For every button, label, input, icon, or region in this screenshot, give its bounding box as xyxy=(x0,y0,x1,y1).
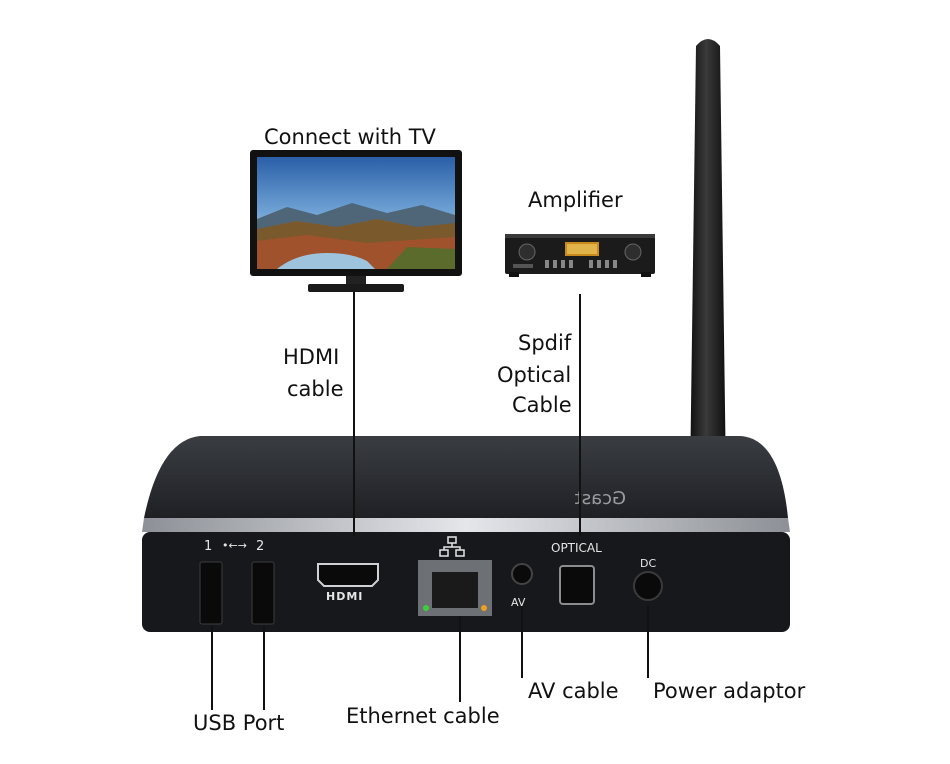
optical-line xyxy=(579,294,581,536)
network-icon xyxy=(439,536,465,557)
brand-logo: Gcast xyxy=(575,488,626,509)
power-line xyxy=(647,606,649,678)
tv-box: Gcast xyxy=(142,436,790,632)
amplifier-label: Amplifier xyxy=(528,188,623,212)
usb-line-2 xyxy=(263,626,265,710)
hdmi-cable-label-line2: cable xyxy=(287,377,344,401)
usb-1-label: 1 xyxy=(204,539,213,554)
spdif-label-line3: Cable xyxy=(512,393,572,417)
optical-port xyxy=(559,565,595,605)
hdmi-cable-label-line1: HDMI xyxy=(283,345,340,369)
amplifier-device xyxy=(505,234,655,277)
usb-line-1 xyxy=(211,626,213,710)
av-port-label: AV xyxy=(511,596,526,609)
optical-port-label: OPTICAL xyxy=(551,541,602,555)
usb-symbol-icon: •←→ xyxy=(222,539,247,552)
av-jack xyxy=(511,563,533,585)
hdmi-port xyxy=(317,563,379,587)
av-line xyxy=(521,606,523,678)
landscape-image xyxy=(257,157,455,269)
tv-screen-landscape xyxy=(257,157,455,269)
ethernet-line xyxy=(459,616,461,702)
usb-port-label: USB Port xyxy=(193,711,285,735)
ethernet-cable-label: Ethernet cable xyxy=(346,704,500,728)
usb-2-label: 2 xyxy=(256,539,265,554)
hdmi-line xyxy=(353,292,355,536)
tv-stand-base xyxy=(308,284,404,292)
hdmi-port-label: HDMI xyxy=(326,590,364,603)
power-adaptor-label: Power adaptor xyxy=(653,679,806,703)
spdif-label-line2: Optical xyxy=(497,363,572,387)
usb-port-2 xyxy=(251,561,275,625)
tv-label: Connect with TV xyxy=(264,125,436,149)
dc-jack xyxy=(633,571,663,601)
usb-port-1 xyxy=(199,561,223,625)
tv xyxy=(250,150,462,292)
av-cable-label: AV cable xyxy=(528,679,619,703)
spdif-label-line1: Spdif xyxy=(518,331,572,355)
dc-port-label: DC xyxy=(640,557,657,570)
tv-stand-neck xyxy=(346,276,366,284)
